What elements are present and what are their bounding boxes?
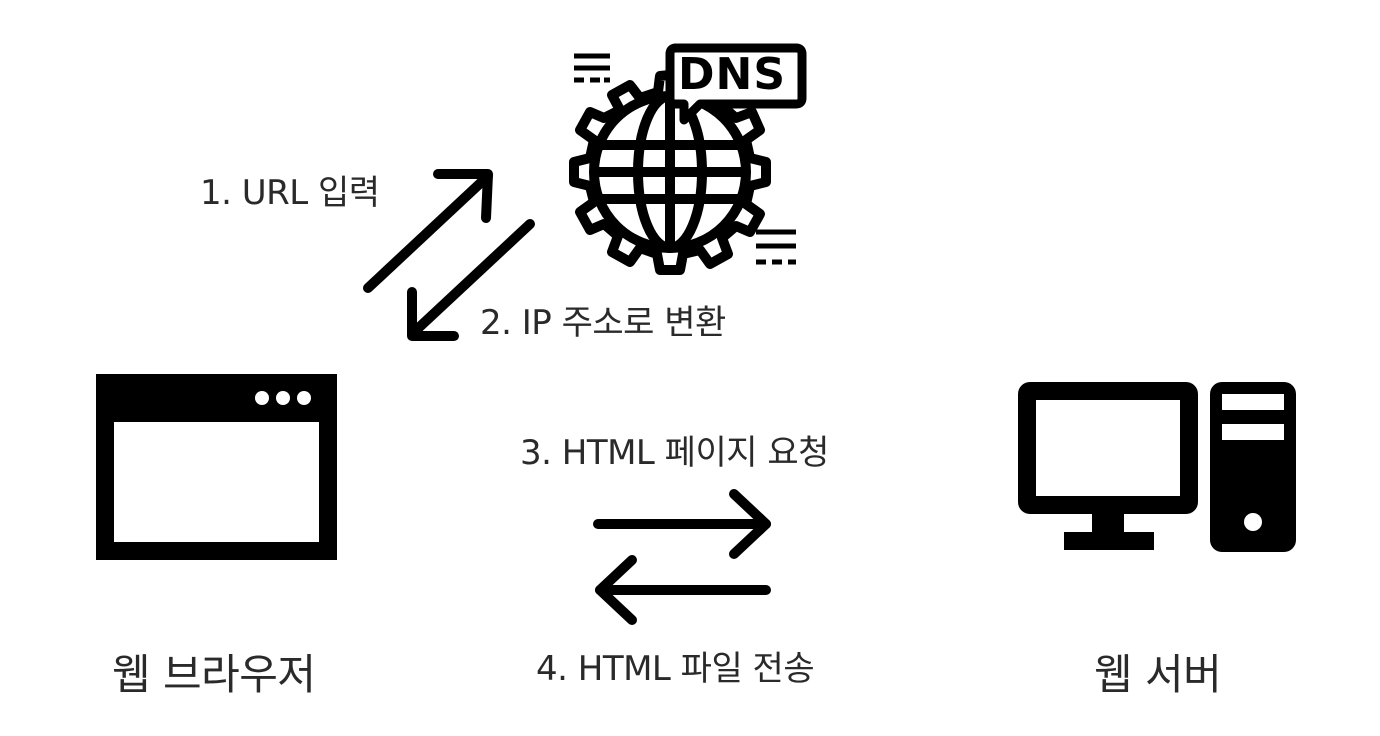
browser-window-icon [96, 374, 337, 560]
page-request-arrow [593, 489, 771, 559]
server-label: 웹 서버 [1094, 650, 1222, 699]
step-1-label: 1. URL 입력 [200, 173, 380, 213]
file-response-arrow [595, 555, 771, 625]
step-3-label: 3. HTML 페이지 요청 [520, 433, 829, 473]
step-2-label: 2. IP 주소로 변환 [480, 303, 726, 343]
ip-response-arrow [407, 219, 535, 341]
dns-globe-icon [569, 43, 807, 275]
dns-badge-text: DNS [678, 49, 787, 100]
desktop-computer-icon [1018, 382, 1296, 552]
browser-label: 웹 브라우저 [112, 650, 316, 699]
url-request-arrow [363, 169, 493, 293]
step-4-label: 4. HTML 파일 전송 [536, 649, 815, 689]
